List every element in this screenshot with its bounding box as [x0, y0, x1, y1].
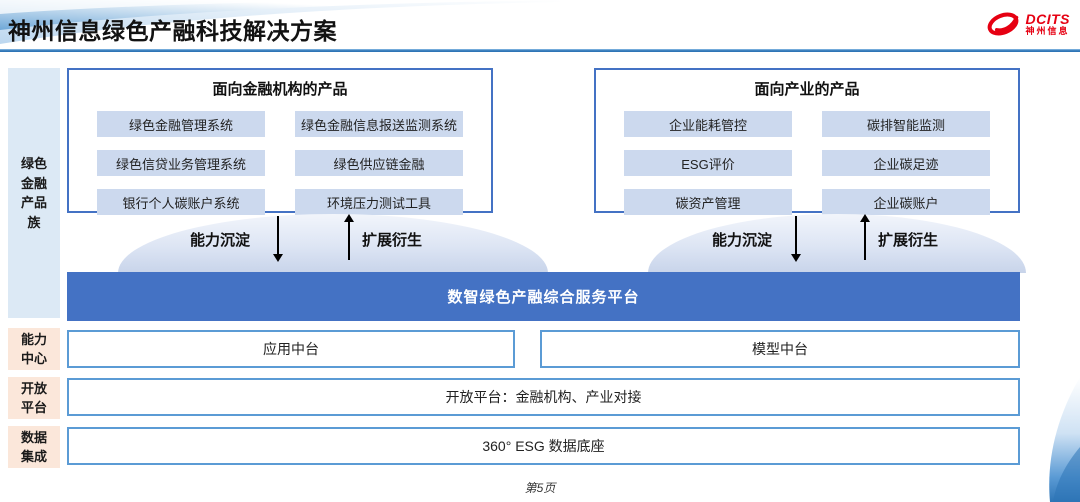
product-item: 企业能耗管控 — [624, 111, 792, 137]
product-item: 企业碳账户 — [822, 189, 990, 215]
sidebar-label-open-platform: 开放平台 — [8, 377, 60, 419]
sidebar-label-open-platform-text: 开放平台 — [20, 380, 47, 416]
down-arrow-icon — [273, 216, 283, 262]
flow-label-extend-derive-left: 扩展衍生 — [362, 232, 423, 249]
sidebar-label-product-family: 绿色金融产品族 — [8, 68, 60, 318]
platform-bar: 数智绿色产融综合服务平台 — [67, 272, 1020, 321]
page-title: 神州信息绿色产融科技解决方案 — [8, 18, 337, 44]
product-item: 绿色金融信息报送监测系统 — [295, 111, 463, 137]
industry-products-grid: 企业能耗管控 碳排智能监测 ESG评价 企业碳足迹 碳资产管理 企业碳账户 — [596, 99, 1018, 215]
up-arrow-icon — [344, 214, 354, 260]
sidebar-label-capability-center-text: 能力中心 — [20, 331, 47, 367]
esg-data-base-box: 360° ESG 数据底座 — [67, 427, 1020, 465]
industry-products-box: 面向产业的产品 企业能耗管控 碳排智能监测 ESG评价 企业碳足迹 碳资产管理 … — [594, 68, 1020, 215]
logo-name: DCITS — [1025, 10, 1070, 27]
dome-decoration-right — [648, 214, 1026, 273]
finance-products-box: 面向金融机构的产品 绿色金融管理系统 绿色金融信息报送监测系统 绿色信贷业务管理… — [67, 68, 493, 215]
flow-label-extend-derive-right: 扩展衍生 — [878, 232, 939, 249]
product-item: 绿色金融管理系统 — [97, 111, 265, 137]
dcits-swirl-icon — [987, 12, 1018, 36]
product-item: 碳资产管理 — [624, 189, 792, 215]
sidebar-label-data-integration-text: 数据集成 — [20, 429, 47, 465]
industry-products-title: 面向产业的产品 — [754, 81, 860, 98]
flow-label-capability-settle-left: 能力沉淀 — [190, 232, 251, 249]
page-number: 第5页 — [524, 481, 556, 495]
finance-products-title: 面向金融机构的产品 — [212, 81, 348, 98]
product-item: 企业碳足迹 — [822, 150, 990, 176]
product-item: ESG评价 — [624, 150, 792, 176]
sidebar-label-capability-center: 能力中心 — [8, 328, 60, 370]
open-platform-box: 开放平台：金融机构、产业对接 — [67, 378, 1020, 416]
product-item: 银行个人碳账户系统 — [97, 189, 265, 215]
sidebar-label-product-family-text: 绿色金融产品族 — [20, 156, 47, 230]
product-item: 绿色供应链金融 — [295, 150, 463, 176]
flow-label-capability-settle-right: 能力沉淀 — [712, 232, 773, 249]
app-middle-platform-box: 应用中台 — [67, 330, 515, 368]
company-logo: DCITS 神州信息 — [985, 9, 1071, 39]
down-arrow-icon — [791, 216, 801, 262]
logo-text: DCITS 神州信息 — [1026, 12, 1071, 36]
header-divider — [0, 49, 1080, 52]
logo-subname: 神州信息 — [1025, 25, 1070, 36]
dome-decoration-left — [118, 214, 548, 273]
top-left-swoosh-decoration — [0, 0, 560, 44]
finance-products-grid: 绿色金融管理系统 绿色金融信息报送监测系统 绿色信贷业务管理系统 绿色供应链金融… — [69, 99, 491, 215]
product-item: 碳排智能监测 — [822, 111, 990, 137]
sidebar-label-data-integration: 数据集成 — [8, 426, 60, 468]
bottom-right-swoosh-decoration — [1049, 377, 1080, 502]
model-middle-platform-box: 模型中台 — [540, 330, 1020, 368]
product-item: 环境压力测试工具 — [295, 189, 463, 215]
up-arrow-icon — [860, 214, 870, 260]
product-item: 绿色信贷业务管理系统 — [97, 150, 265, 176]
